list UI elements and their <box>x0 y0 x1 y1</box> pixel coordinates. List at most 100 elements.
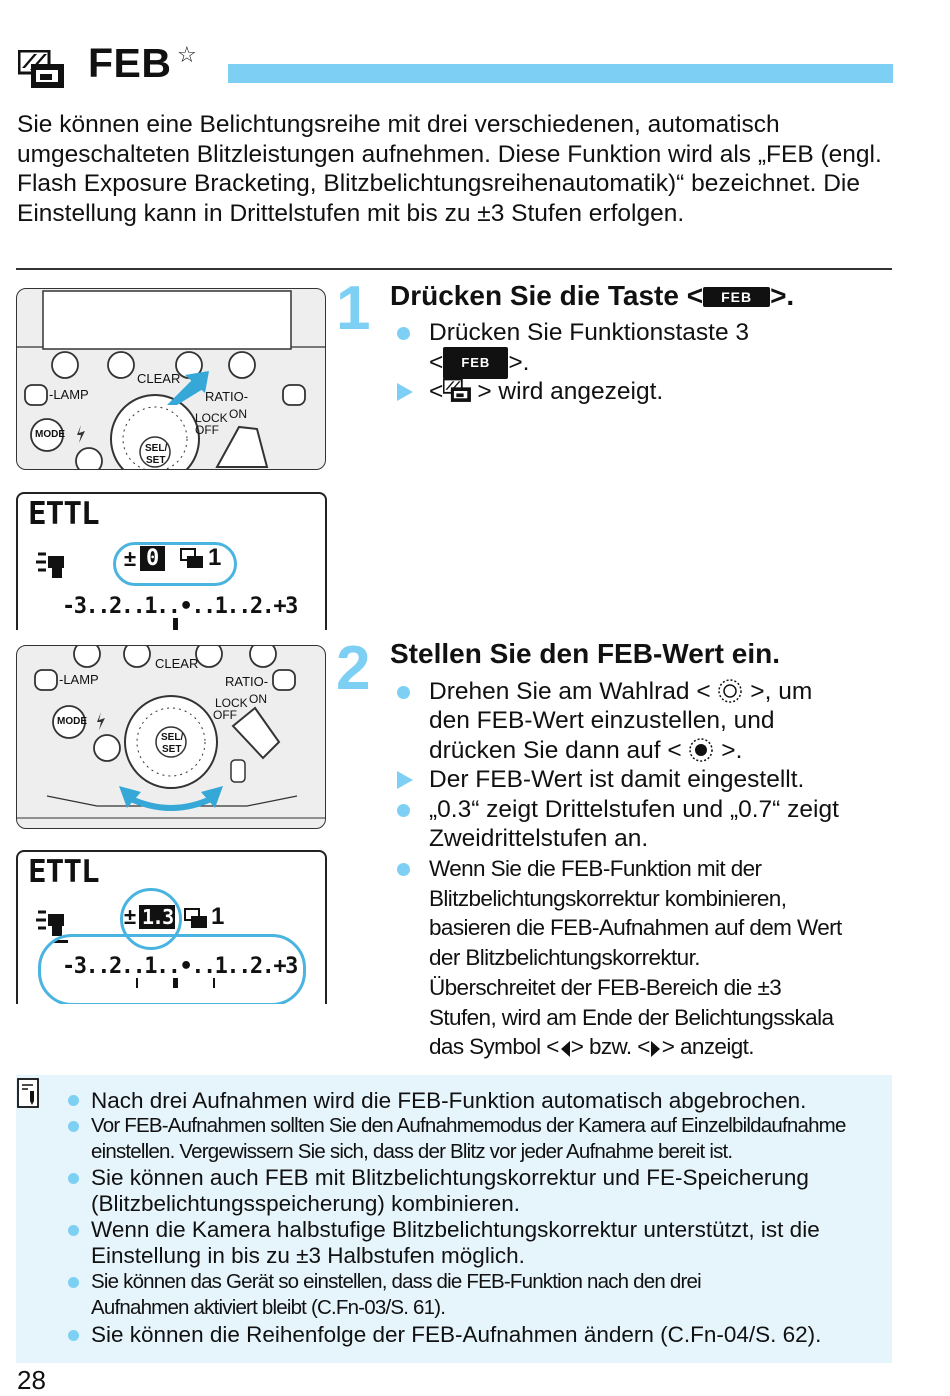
note-line: Aufnahmen aktiviert bleibt (C.Fn-03/S. 6… <box>91 1296 446 1319</box>
step-2-bullet1-line1: Drehen Sie am Wahlrad < >, um <box>429 677 812 707</box>
sel-label-bottom-2: SET <box>162 744 182 755</box>
note-item: Sie können die Reihenfolge der FEB-Aufna… <box>91 1322 896 1348</box>
note-item: Nach drei Aufnahmen wird die FEB-Funktio… <box>91 1088 896 1114</box>
step-2-title: Stellen Sie den FEB-Wert ein. <box>390 638 781 669</box>
note-item: Sie können auch FEB mit Blitzbelichtungs… <box>91 1165 896 1216</box>
note-line: Sie können das Gerät so einstellen, dass… <box>91 1270 702 1293</box>
b3-line: basieren die FEB-Aufnahmen auf dem Wert <box>429 915 842 941</box>
off-label: OFF <box>195 423 219 437</box>
lcd-plus-minus-2: ± <box>124 904 137 929</box>
note-bullet-dot <box>68 1330 79 1341</box>
scale-tick-left <box>136 978 138 988</box>
ratio-label-2: RATIO- <box>225 674 269 689</box>
feb-indicator-icon-2 <box>184 908 207 928</box>
notes-box: Nach drei Aufnahmen wird die FEB-Funktio… <box>16 1075 892 1363</box>
page-title: FEB <box>88 40 172 86</box>
note-bullet-dot <box>68 1225 79 1236</box>
b3-line: Stufen, wird am Ende der Belichtungsskal… <box>429 1004 834 1030</box>
step-2-bullet1-line2: den FEB-Wert einzustellen, und <box>429 707 775 734</box>
dial-icon <box>718 679 743 703</box>
bracket-open: < <box>429 349 444 376</box>
on-label-2: ON <box>249 692 267 706</box>
note-bullet-dot <box>68 1095 79 1106</box>
step-1-bullet-line1: Drücken Sie Funktionstaste 3 <box>429 319 750 346</box>
feb-bracketing-icon-inline <box>443 378 472 402</box>
mode-button-label-2: MODE <box>57 716 87 727</box>
step-2-bullet1-line3: drücken Sie dann auf < >. <box>429 736 742 766</box>
intro-paragraph: Sie können eine Belichtungsreihe mit dre… <box>17 111 882 227</box>
b1-line3-post: >. <box>721 737 743 764</box>
ettl-mode-label-2: ETTL <box>28 854 100 890</box>
feb-value-highlight-2 <box>120 888 182 950</box>
step-1-title-suffix: >. <box>770 280 795 311</box>
b3-line: der Blitzbelichtungskorrektur. <box>429 945 700 971</box>
mode-button-label: MODE <box>35 429 65 440</box>
result-open: < <box>429 378 444 405</box>
b1-line3-pre: drücken Sie dann auf < <box>429 737 682 764</box>
result-arrow-icon <box>397 383 413 401</box>
b3-last-post: > anzeigt. <box>661 1034 755 1060</box>
sel-label-top-2: SEL/ <box>161 732 184 743</box>
exposure-scale-2: -3..2..1..•..1..2.+3 <box>62 954 298 979</box>
note-item: Sie können das Gerät so einstellen, dass… <box>91 1269 896 1321</box>
b3-line: Überschreitet der FEB-Bereich die ±3 <box>429 974 782 1000</box>
step-2-result: Der FEB-Wert ist damit eingestellt. <box>429 766 805 793</box>
exposure-scale: -3..2..1..•..1..2.+3 <box>62 594 298 619</box>
step-1-title: Drücken Sie die Taste <FEB>. <box>390 280 890 312</box>
b3-last-line: das Symbol < > bzw. < > anzeigt. <box>429 1032 899 1062</box>
flash-dial-drawing <box>17 646 325 819</box>
bullet-dot <box>397 327 410 340</box>
bullet-dot <box>397 804 410 817</box>
b3-line: Wenn Sie die FEB-Funktion mit der <box>429 856 762 881</box>
result-close: > wird angezeigt. <box>477 378 664 405</box>
note-line: Wenn die Kamera halbstufige Blitzbelicht… <box>91 1217 820 1242</box>
lcd-feb-value: 0 <box>140 546 166 571</box>
step-1-number: 1 <box>336 274 371 343</box>
step-2-bullet3: Wenn Sie die FEB-Funktion mit der Blitzb… <box>429 854 899 1062</box>
note-bullet-dot <box>68 1277 79 1288</box>
on-label: ON <box>229 407 247 421</box>
clear-label-2: CLEAR <box>155 656 199 671</box>
b3-line: Blitzbelichtungskorrektur kombinieren, <box>429 885 787 911</box>
scale-pointer-2 <box>173 978 178 988</box>
note-bullet-dot <box>68 1173 79 1184</box>
note-line: Sie können auch FEB mit Blitzbelichtungs… <box>91 1165 809 1190</box>
title-accent-bar <box>228 64 893 83</box>
b3-last-mid: > bzw. < <box>570 1034 651 1060</box>
note-line: einstellen. Vergewissern Sie sich, dass … <box>91 1140 733 1163</box>
lock-label: LOCK <box>195 411 228 425</box>
lcd-plus-minus: ± <box>124 546 137 571</box>
flash-controls-figure-2: -LAMP CLEAR RATIO- LOCK ON OFF MODE SEL/… <box>16 645 326 829</box>
off-label-2: OFF <box>213 708 237 722</box>
right-triangle-icon <box>650 1041 660 1058</box>
bracket-close: >. <box>508 349 530 376</box>
step-1-bullet-line2: <FEB>. <box>429 347 529 379</box>
note-item: Wenn die Kamera halbstufige Blitzbelicht… <box>91 1217 896 1268</box>
b1-line1-post: >, um <box>750 678 813 705</box>
left-triangle-icon <box>560 1041 570 1058</box>
lcd-display-figure-2: ETTL ± 1.3 1 -3..2..1..•..1..2.+3 <box>16 850 327 1004</box>
b3-last-pre: das Symbol < <box>429 1034 559 1060</box>
note-line: (Blitzbelichtungsspeicherung) kombiniere… <box>91 1190 520 1216</box>
lock-label-2: LOCK <box>215 696 248 710</box>
flash-controls-figure-1: -LAMP CLEAR RATIO- LOCK ON OFF MODE SEL/… <box>16 288 326 470</box>
ettl-mode-label: ETTL <box>28 496 100 532</box>
clear-label: CLEAR <box>137 371 181 386</box>
page-number: 28 <box>17 1365 46 1395</box>
lcd-shot-count-2: 1 <box>211 903 225 930</box>
lcd-display-figure-1: ETTL ± 0 1 -3..2..1..•..1..2.+3 <box>16 492 327 630</box>
ratio-label: RATIO- <box>205 389 249 404</box>
scale-highlight <box>38 934 306 1004</box>
flash-controls-drawing <box>17 290 325 469</box>
step-1-title-prefix: Drücken Sie die Taste < <box>390 280 704 311</box>
scale-tick-right <box>213 978 215 988</box>
scale-pointer <box>173 618 178 630</box>
step-2-number: 2 <box>336 634 371 703</box>
feb-bracketing-icon <box>18 50 64 88</box>
lcd-feb-value-2: 1.3 <box>139 905 176 929</box>
feb-button-badge-small: FEB <box>443 347 509 379</box>
flash-head-icon <box>36 552 64 578</box>
step-2-bullet2-line1: „0.3“ zeigt Drittelstufen und „0.7“ zeig… <box>429 796 839 823</box>
feb-button-badge: FEB <box>703 287 771 307</box>
note-item: Vor FEB-Aufnahmen sollten Sie den Aufnah… <box>91 1113 896 1165</box>
